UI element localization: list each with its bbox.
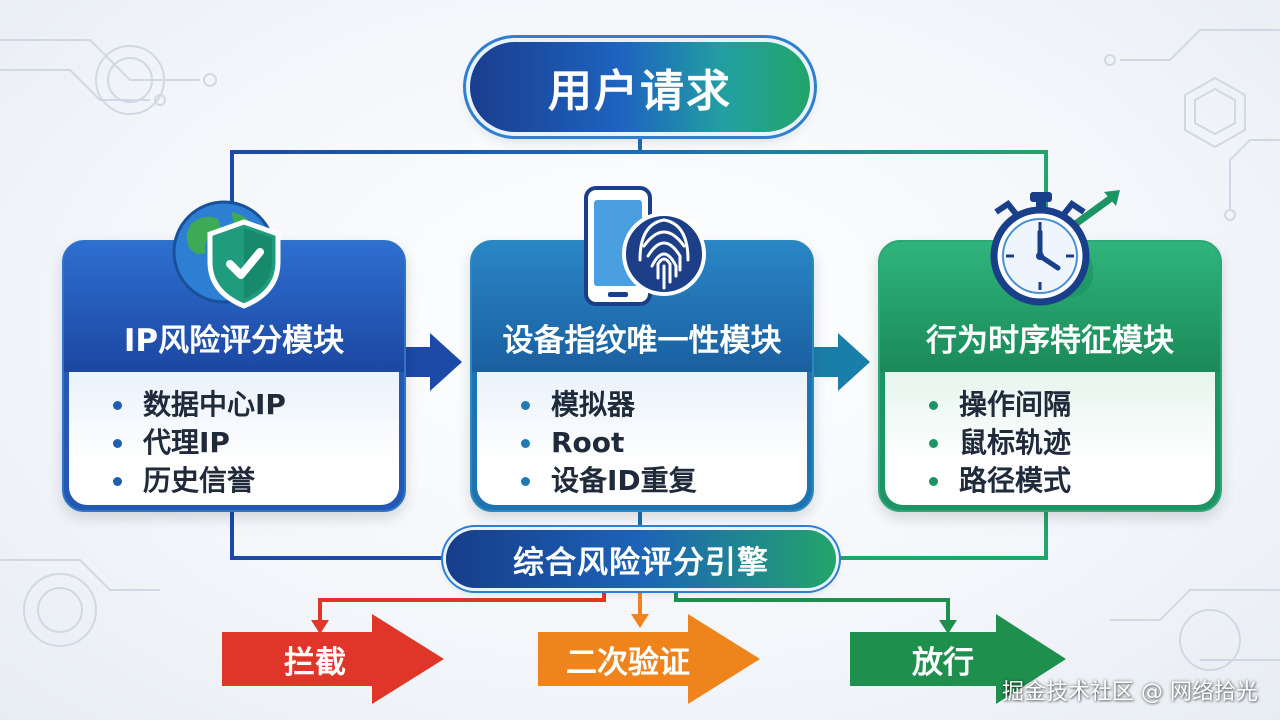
decision-pass: 放行 [850,614,1066,704]
list-item: Root [521,424,807,462]
list-item: 鼠标轨迹 [929,424,1215,462]
arrow-right-icon [812,333,870,391]
phone-fingerprint-icon [584,186,706,306]
circuit-decoration [0,29,1280,671]
decision-verify-label: 二次验证 [566,644,690,681]
globe-shield-icon [172,200,281,309]
list-item: 历史信誉 [113,462,399,500]
list-item: 路径模式 [929,462,1215,500]
stopwatch-icon [990,190,1120,306]
arrow-verify-shape [538,614,760,704]
list-item: 代理IP [113,424,399,462]
arrow-block-shape [222,614,444,704]
ip-risk-module: IP风险评分模块 数据中心IP 代理IP 历史信誉 [62,240,406,512]
decision-block-label: 拦截 [284,644,346,681]
device-fingerprint-module: 设备指纹唯一性模块 模拟器 Root 设备ID重复 [470,240,814,512]
watermark: 掘金技术社区 @ 网络拾光 [1002,680,1258,705]
list-item: 数据中心IP [113,386,399,424]
arrow-right-icon [404,333,462,391]
list-item: 设备ID重复 [521,462,807,500]
decision-verify: 二次验证 [538,614,760,704]
list-item: 操作间隔 [929,386,1215,424]
user-request-node: 用户请求 [470,42,810,132]
decision-pass-label: 放行 [912,644,974,681]
risk-engine-node: 综合风险评分引擎 [446,530,836,588]
list-item: 模拟器 [521,386,807,424]
decision-block: 拦截 [222,614,444,704]
arrow-pass-shape [850,614,1066,704]
